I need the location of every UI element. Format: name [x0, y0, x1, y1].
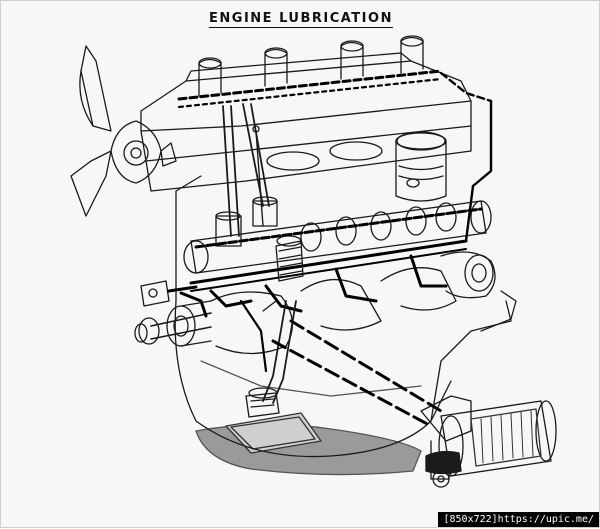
- camshaft: [183, 200, 492, 274]
- oil-pressure-switch: [140, 280, 198, 307]
- oil-pump: [239, 299, 297, 418]
- crankshaft-oil-passages: [179, 254, 448, 318]
- rocker-oil-gallery: [177, 69, 493, 188]
- spark-plug-towers: [198, 35, 424, 97]
- main-oil-gallery: [189, 184, 475, 292]
- fan: [70, 45, 177, 217]
- crankcase: [174, 175, 517, 458]
- distributor-drive: [275, 235, 304, 282]
- dipstick: [252, 125, 264, 227]
- combustion-chambers: [266, 131, 446, 171]
- crankshaft: [134, 251, 496, 355]
- oil-sump: [195, 412, 422, 476]
- front-pulley: [166, 300, 212, 347]
- filter-oil-lines: [271, 319, 443, 428]
- cylinder-head: [140, 52, 472, 192]
- watermark-label: [850x722]https://upic.me/: [438, 512, 599, 527]
- piston: [395, 132, 447, 202]
- tappets: [215, 196, 278, 247]
- oil-filter: [420, 395, 557, 488]
- diagram-title: ENGINE LUBRICATION: [209, 11, 393, 28]
